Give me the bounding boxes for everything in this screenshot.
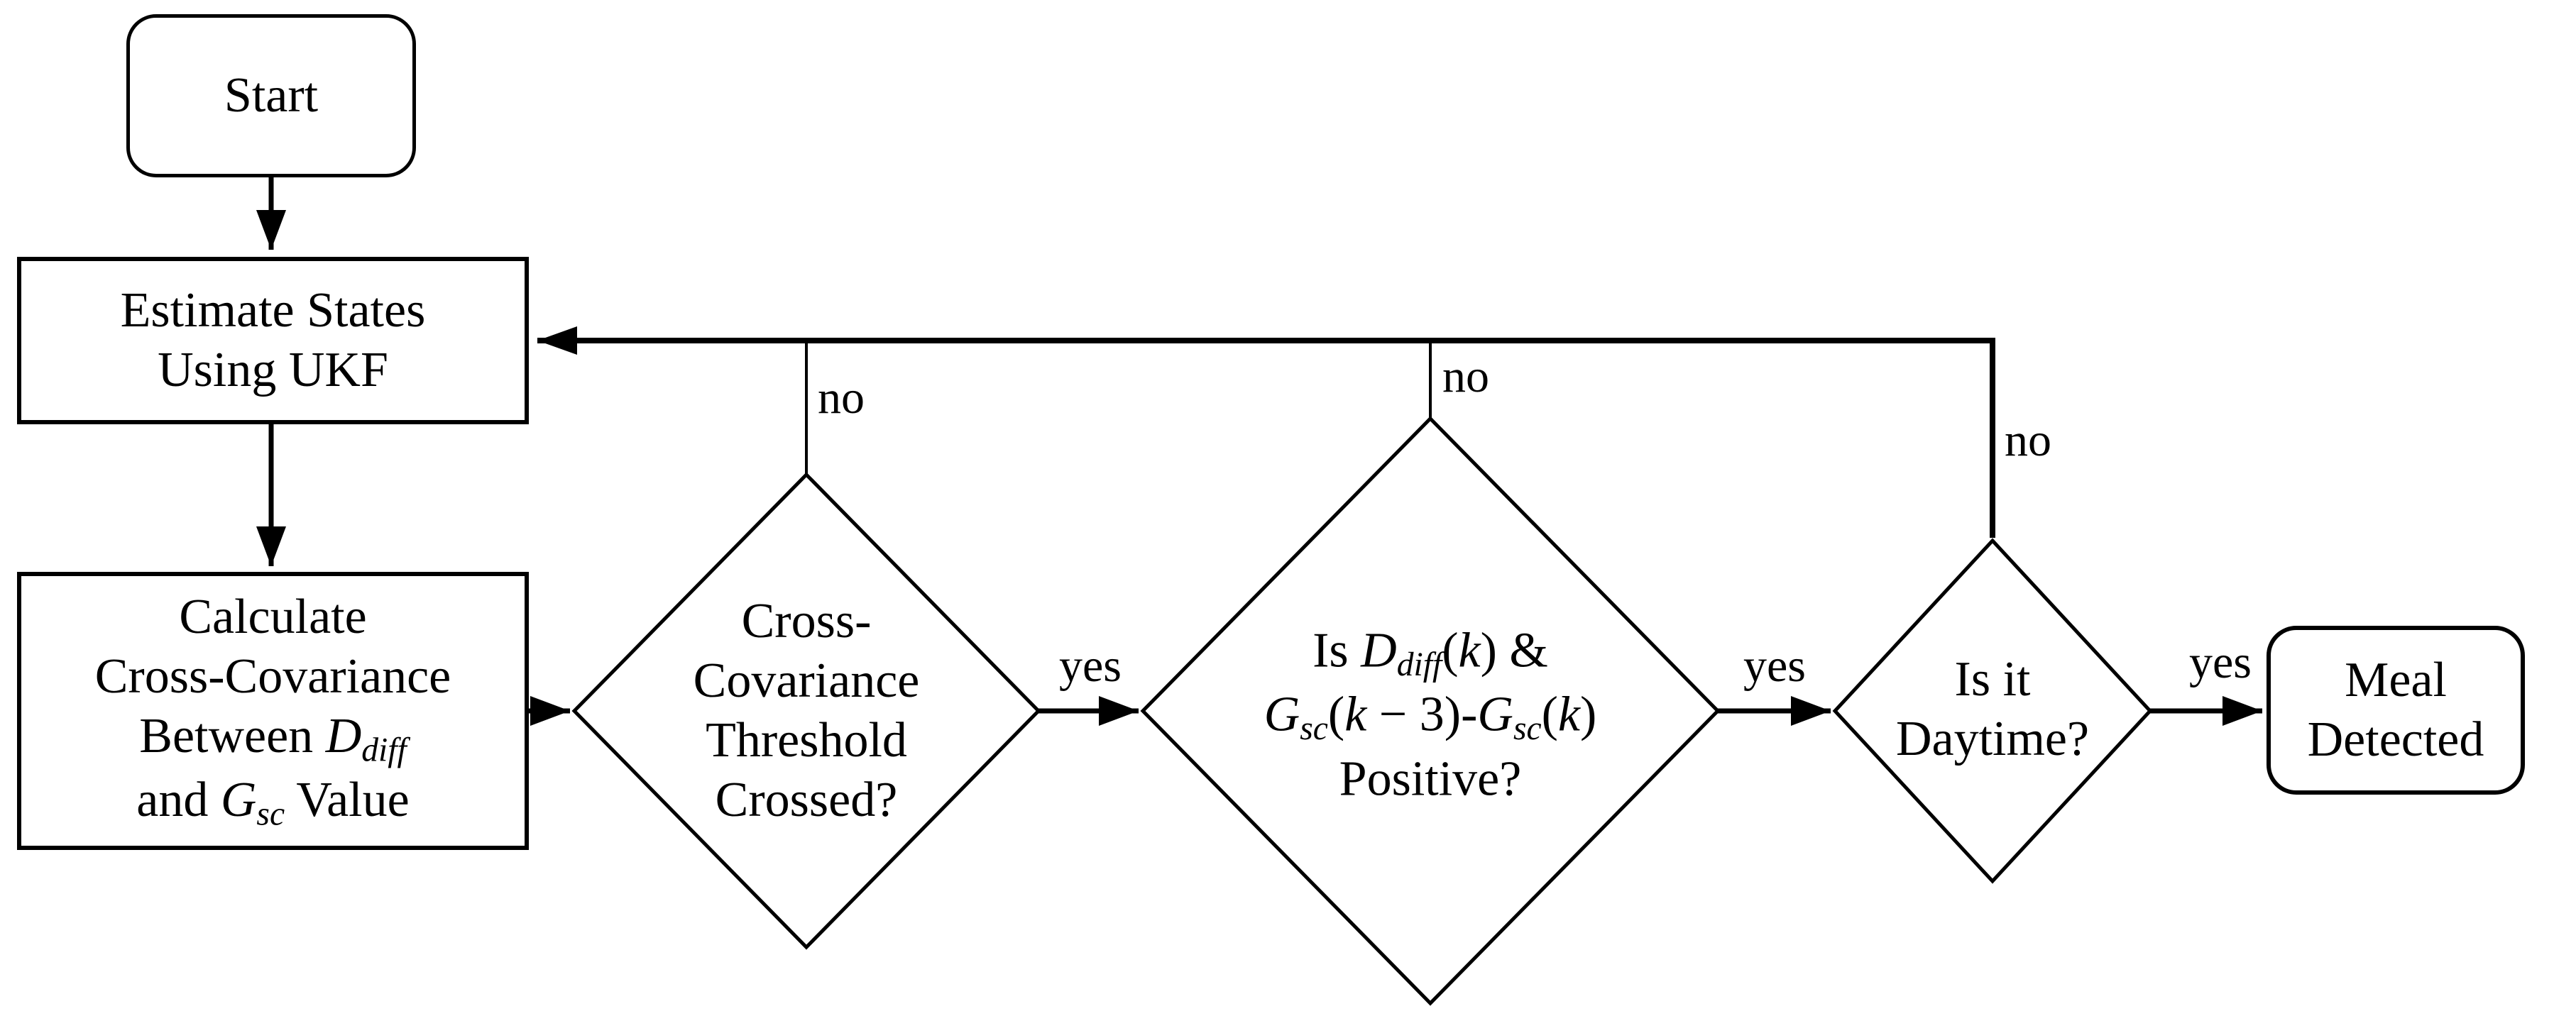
positive-l2-close1: )- <box>1444 688 1478 742</box>
node-start-label: Start <box>224 68 319 123</box>
node-positive-text: Is Ddiff(k) & Gsc(k − 3)-Gsc(k) Positive… <box>1264 622 1597 810</box>
yes-label-daytime: yes <box>2189 636 2252 688</box>
feedback-line-no-to-estimate <box>537 326 1995 538</box>
node-calculate-line2: Cross-Covariance <box>94 648 451 704</box>
positive-line2: Gsc(k − 3)-Gsc(k) <box>1264 685 1597 749</box>
positive-l2-k2: k <box>1557 688 1581 742</box>
threshold-line1: Cross- <box>741 594 872 648</box>
yes-label-positive: yes <box>1743 640 1806 692</box>
diamond-daytime-shape <box>1832 538 2153 884</box>
positive-l1-open: ( <box>1442 623 1459 678</box>
positive-l2-sub2: sc <box>1513 710 1542 748</box>
positive-l1-pre: Is <box>1312 623 1361 678</box>
calc-line4-sub: sc <box>256 795 285 833</box>
threshold-line4: Crossed? <box>715 773 898 827</box>
meal-line1: Meal <box>2345 653 2447 707</box>
node-estimate-states: Estimate States Using UKF <box>17 257 529 424</box>
positive-l2-sub1: sc <box>1300 710 1328 748</box>
calc-line3-text: Between <box>139 708 326 763</box>
positive-l2-var2: G <box>1477 688 1513 742</box>
calc-line4-tail: Value <box>285 773 410 827</box>
positive-line3: Positive? <box>1339 751 1522 807</box>
calc-line4-var: G <box>220 773 257 827</box>
positive-l2-close2: ) <box>1580 688 1597 742</box>
calc-line3-sub: diff <box>361 731 407 768</box>
positive-l1-close: ) & <box>1480 623 1548 678</box>
node-calculate-line4: and Gsc Value <box>136 771 409 834</box>
node-estimate-line1: Estimate States <box>120 283 426 338</box>
diamond-threshold-shape <box>571 472 1041 950</box>
yes-label-threshold: yes <box>1059 640 1122 692</box>
positive-l2-var1: G <box>1264 688 1300 742</box>
positive-l2-mid: − 3 <box>1366 688 1445 742</box>
meal-line2: Detected <box>2307 712 2484 767</box>
positive-l2-open2: ( <box>1541 688 1558 742</box>
positive-l2-open1: ( <box>1327 688 1345 742</box>
positive-l1-sub: diff <box>1396 646 1442 683</box>
node-calculate-line3: Between Ddiff <box>139 707 406 771</box>
node-threshold-text: Cross- Covariance Threshold Crossed? <box>694 592 920 830</box>
daytime-line1: Is it <box>1954 652 2031 707</box>
diamond-positive-shape <box>1140 416 1721 1006</box>
node-estimate-line2: Using UKF <box>158 343 388 397</box>
node-daytime-text: Is it Daytime? <box>1896 650 2089 769</box>
no-label-threshold: no <box>818 372 865 424</box>
calc-line4-text: and <box>136 773 221 827</box>
no-label-positive: no <box>1442 350 1489 402</box>
daytime-line2: Daytime? <box>1895 712 2090 766</box>
no-label-daytime: no <box>2005 414 2051 466</box>
node-start: Start <box>126 14 416 177</box>
threshold-line3: Threshold <box>706 713 907 768</box>
positive-line1: Is Ddiff(k) & <box>1264 622 1597 685</box>
node-meal-detected: Meal Detected <box>2267 626 2525 795</box>
threshold-line2: Covariance <box>693 653 920 708</box>
node-calculate-cross-covariance: Calculate Cross-Covariance Between Ddiff… <box>17 572 529 850</box>
positive-l1-k: k <box>1458 623 1481 678</box>
positive-l1-var: D <box>1361 623 1397 678</box>
positive-l2-k1: k <box>1344 688 1367 742</box>
calc-line3-var: D <box>325 708 362 763</box>
node-calculate-line1: Calculate <box>179 589 367 644</box>
